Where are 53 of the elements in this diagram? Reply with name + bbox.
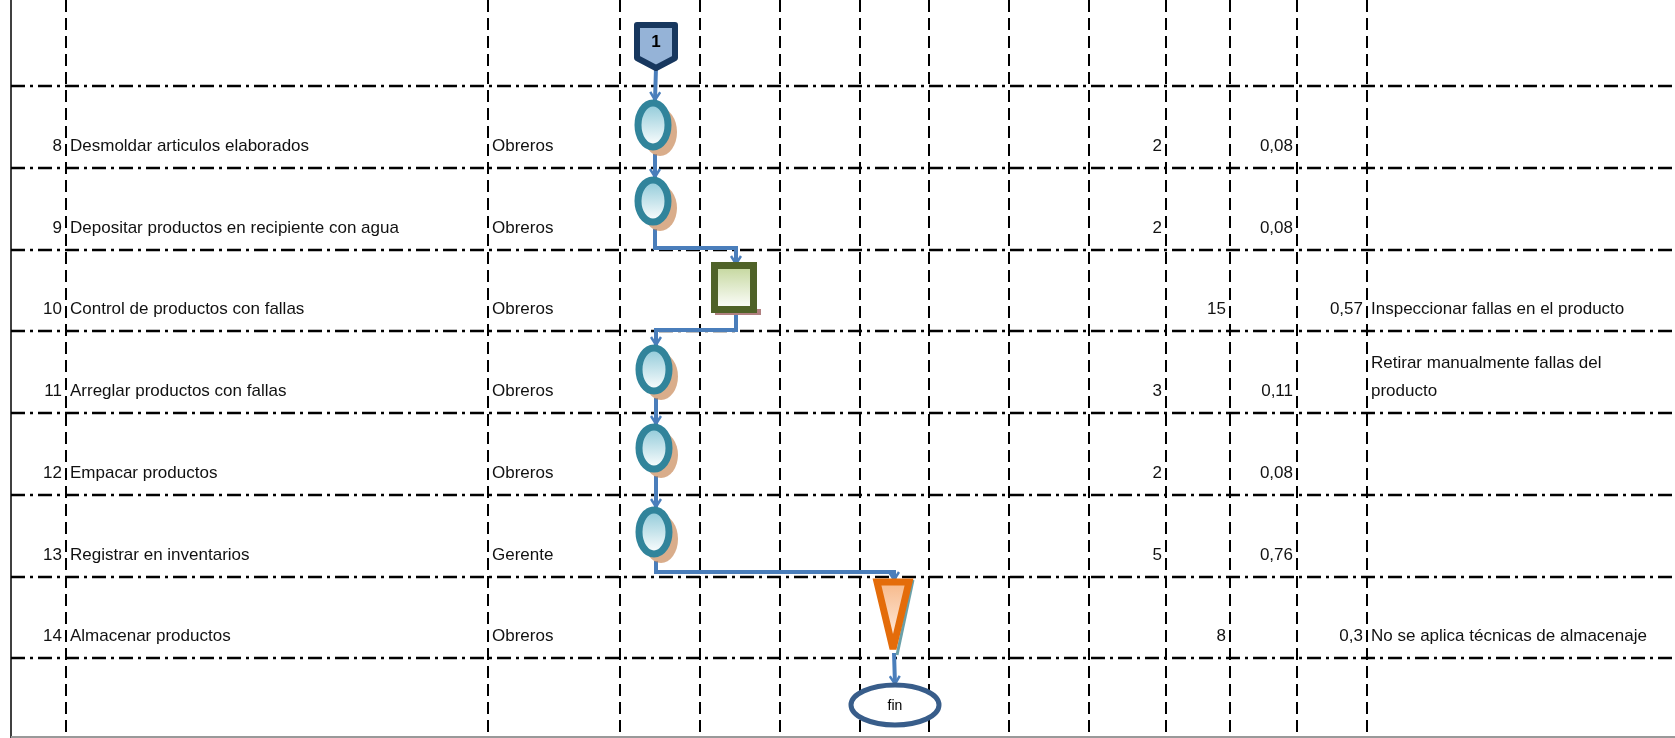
observation-text: No se aplica técnicas de almacenaje (1371, 625, 1647, 647)
activity-text: Registrar en inventarios (70, 544, 250, 566)
operation-circle (633, 175, 677, 231)
flow-arrow (649, 476, 663, 509)
flow-arrow (649, 315, 738, 347)
operation-circle (634, 505, 678, 563)
time-value: 8 (1216, 625, 1226, 647)
cost-value: 0,08 (1259, 462, 1293, 484)
row-number: 12 (43, 462, 62, 484)
activity-text: Depositar productos en recipiente con agua (70, 217, 399, 239)
activity-text: Desmoldar articulos elaborados (70, 135, 310, 157)
row-number: 11 (44, 380, 62, 402)
worker-text: Obreros (492, 462, 554, 484)
connector-number: 1 (650, 32, 662, 52)
connector-pentagon (634, 22, 678, 70)
row-number: 8 (52, 135, 62, 157)
operation-circle (633, 98, 677, 156)
cost-value: 0,3 (1339, 625, 1363, 647)
time-value: 2 (1152, 462, 1162, 484)
time-value: 15 (1207, 298, 1226, 320)
row-number: 14 (43, 625, 62, 647)
row-number: 9 (52, 217, 62, 239)
cost-value: 0,11 (1261, 380, 1293, 402)
time-value: 3 (1152, 380, 1162, 402)
flow-arrow (648, 154, 662, 179)
activity-text: Arreglar productos con fallas (70, 380, 287, 402)
time-value: 2 (1152, 217, 1162, 239)
worker-text: Obreros (492, 217, 554, 239)
observation-text: Inspeccionar fallas en el producto (1371, 298, 1625, 320)
observation-text: Retirar manualmente fallas del producto (1371, 352, 1603, 402)
cost-value: 0,08 (1259, 217, 1293, 239)
activity-text: Almacenar productos (70, 625, 231, 647)
worker-text: Obreros (492, 298, 554, 320)
cost-value: 0,76 (1259, 544, 1293, 566)
time-value: 5 (1152, 544, 1162, 566)
worker-text: Obreros (492, 135, 554, 157)
end-label: fin (886, 696, 904, 715)
worker-text: Obreros (492, 380, 554, 402)
operation-circle (634, 422, 678, 478)
activity-text: Control de productos con fallas (70, 298, 305, 320)
flow-arrow (649, 398, 663, 426)
activity-text: Empacar productos (70, 462, 218, 484)
cost-value: 0,08 (1259, 135, 1293, 157)
time-value: 2 (1152, 135, 1162, 157)
cost-value: 0,57 (1329, 298, 1363, 320)
row-number: 10 (43, 298, 62, 320)
inspection-square (711, 262, 761, 317)
end-ellipse (848, 682, 942, 728)
worker-text: Obreros (492, 625, 554, 647)
worker-text: Gerente (492, 544, 554, 566)
storage-triangle (873, 578, 915, 655)
operation-circle (634, 343, 678, 400)
row-number: 13 (43, 544, 62, 566)
